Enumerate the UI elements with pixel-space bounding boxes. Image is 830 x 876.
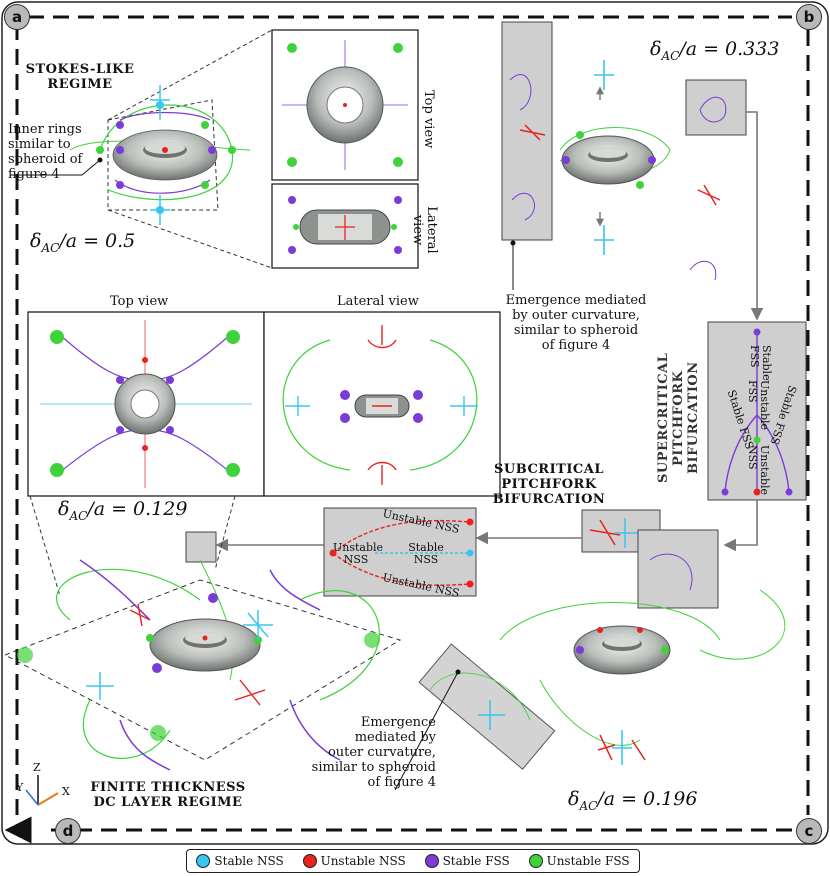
- unstable-nss-swatch: [302, 854, 317, 868]
- legend-item-unstable-nss: Unstable NSS: [302, 854, 406, 868]
- panel-label-d: d: [55, 818, 81, 844]
- supercritical-line2: PITCHFORK: [671, 370, 686, 466]
- subcritical-line1: SUBCRITICAL: [493, 462, 604, 477]
- delta-d: δAC/a = 0.129: [58, 498, 188, 523]
- panel-label-a: a: [4, 4, 30, 30]
- finite-regime-line1: FINITE THICKNESS: [90, 780, 246, 795]
- axis-z-label: Z: [33, 761, 41, 774]
- stokes-regime-title: STOKES-LIKE REGIME: [20, 62, 140, 92]
- subcritical-line3: BIFURCATION: [492, 492, 606, 507]
- stable-fss-swatch: [424, 854, 439, 868]
- axis-y-label: Y: [16, 781, 24, 794]
- stokes-regime-line2: REGIME: [47, 77, 113, 92]
- supercritical-title: SUPERCRITICAL PITCHFORK BIFURCATION: [656, 348, 704, 488]
- emergence-b-annotation: Emergence mediated by outer curvature, s…: [505, 293, 647, 353]
- panel-c-group: [394, 509, 786, 791]
- delta-c-value: 0.196: [643, 788, 698, 810]
- legend-item-unstable-fss: Unstable FSS: [528, 854, 630, 868]
- sub-stable-nss: Stable NSS: [408, 541, 444, 566]
- finite-regime-line2: DC LAYER REGIME: [93, 795, 243, 810]
- super-unstable-nss: Unstable NSS: [746, 445, 771, 496]
- unstable-fss-swatch: [528, 854, 543, 868]
- cycle-dashed-path: [28, 15, 810, 832]
- delta-a: δAC/a = 0.5: [30, 230, 136, 255]
- subcritical-diagram: [215, 507, 582, 597]
- top-view-label-d: Top view: [110, 294, 169, 309]
- panel-d-top-view-drawing: [27, 311, 265, 497]
- outer-frame: [1, 1, 829, 845]
- supercritical-diagram: [707, 321, 807, 552]
- panel-d-main-drawing: [3, 495, 402, 771]
- panel-label-c: c: [796, 818, 822, 844]
- emergence-c-annotation: Emergence mediated by outer curvature, s…: [311, 715, 436, 790]
- panel-a-top-view-drawing: [271, 29, 419, 181]
- axis-x-label: X: [62, 785, 70, 798]
- panel-b-group: [501, 21, 764, 321]
- supercritical-line3: BIFURCATION: [686, 361, 701, 475]
- top-view-label-a: Top view: [421, 90, 436, 149]
- panel-a-torus-group: [10, 29, 273, 269]
- supercritical-line1: SUPERCRITICAL: [656, 352, 671, 484]
- stable-nss-swatch: [196, 854, 211, 868]
- panel-d-lateral-view-drawing: [263, 311, 501, 497]
- delta-a-value: 0.5: [105, 230, 136, 252]
- inner-rings-annotation: Inner rings similar to spheroid of figur…: [8, 122, 83, 182]
- legend-item-stable-nss: Stable NSS: [196, 854, 284, 868]
- sub-unstable-left: Unstable NSS: [333, 541, 384, 566]
- lateral-view-label-a: Lateral view: [410, 206, 439, 254]
- delta-b-value: 0.333: [725, 38, 780, 60]
- axes-triad: [25, 775, 59, 806]
- subcritical-line2: PITCHFORK: [501, 477, 597, 492]
- subcritical-title: SUBCRITICAL PITCHFORK BIFURCATION: [484, 462, 614, 507]
- panel-label-b: b: [796, 4, 822, 30]
- legend-item-stable-fss: Stable FSS: [424, 854, 510, 868]
- lateral-view-label-d: Lateral view: [337, 294, 419, 309]
- panel-a-lateral-view-drawing: [271, 183, 419, 269]
- legend: Stable NSS Unstable NSS Stable FSS Unsta…: [186, 849, 640, 873]
- delta-c: δAC/a = 0.196: [568, 788, 698, 813]
- delta-b: δAC/a = 0.333: [650, 38, 780, 63]
- stokes-regime-line1: STOKES-LIKE: [25, 62, 135, 77]
- finite-regime-title: FINITE THICKNESS DC LAYER REGIME: [88, 780, 248, 810]
- delta-d-value: 0.129: [133, 498, 188, 520]
